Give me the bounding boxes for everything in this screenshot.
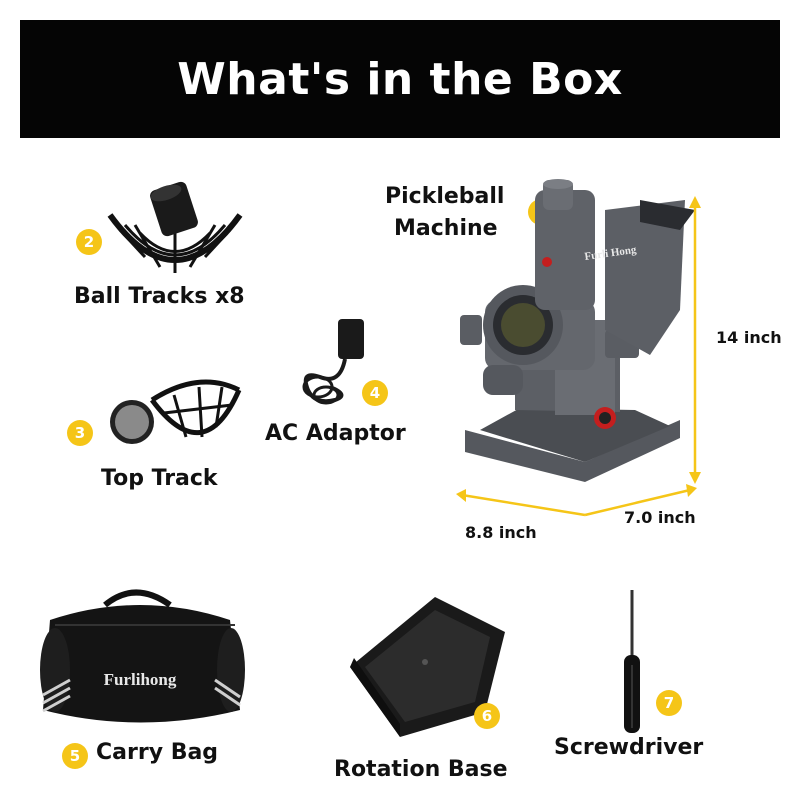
item-6-label: Rotation Base xyxy=(334,757,508,782)
ball-tracks-image xyxy=(107,181,243,273)
dimension-width: 8.8 inch xyxy=(465,523,537,542)
screwdriver-image xyxy=(624,590,640,733)
item-6-badge: 6 xyxy=(474,703,500,729)
item-3-label: Top Track xyxy=(101,466,218,491)
item-2-label: Ball Tracks x8 xyxy=(74,284,245,309)
item-1-label-line2: Machine xyxy=(394,216,498,241)
item-1-label-line1: Pickleball xyxy=(385,184,505,209)
bag-logo: Furlihong xyxy=(104,670,177,689)
item-2-badge: 2 xyxy=(76,229,102,255)
item-4-label: AC Adaptor xyxy=(265,421,406,446)
item-5-label: Carry Bag xyxy=(96,740,219,765)
item-7-label: Screwdriver xyxy=(554,735,704,760)
ac-adaptor-image xyxy=(302,319,364,405)
rotation-base-image xyxy=(350,597,505,737)
dimension-depth: 7.0 inch xyxy=(624,508,696,527)
header-banner: What's in the Box xyxy=(20,20,780,138)
item-7-badge: 7 xyxy=(656,690,682,716)
pickleball-machine-image: Furli Hong xyxy=(460,179,695,482)
item-5-badge: 5 xyxy=(62,743,88,769)
page-title: What's in the Box xyxy=(177,53,623,105)
top-track-image xyxy=(110,379,242,444)
item-3-badge: 3 xyxy=(67,420,93,446)
item-4-badge: 4 xyxy=(362,380,388,406)
carry-bag-image: Furlihong xyxy=(40,589,245,723)
dimension-height: 14 inch xyxy=(716,328,782,347)
